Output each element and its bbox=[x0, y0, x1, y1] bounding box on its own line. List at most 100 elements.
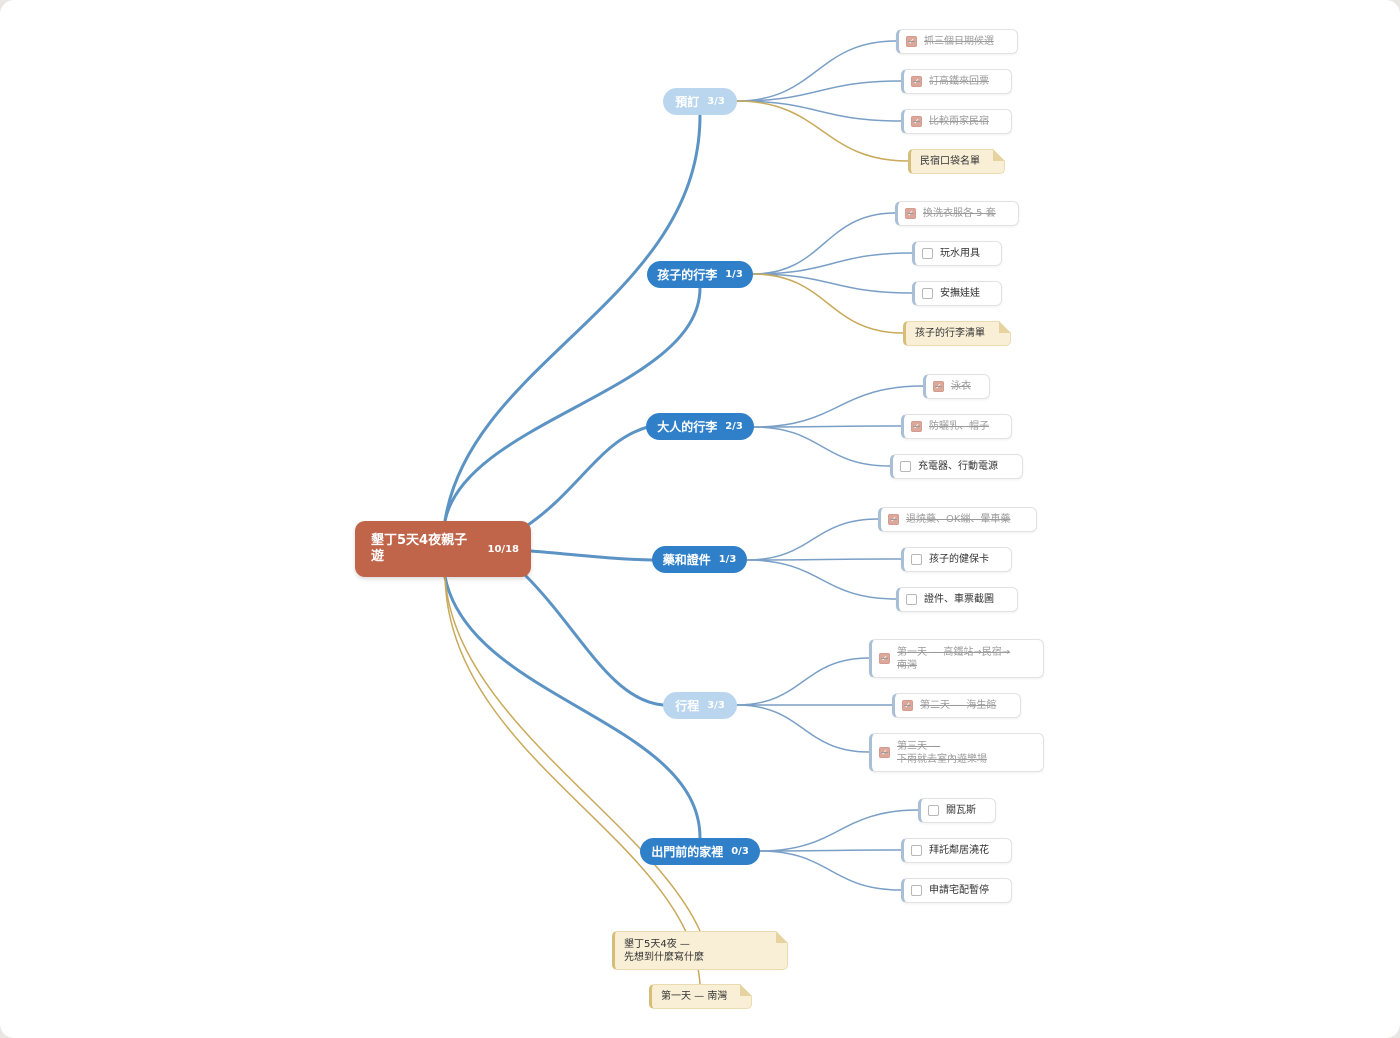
branch-count: 3/3 bbox=[707, 96, 725, 107]
note-text: 第一天 — 南灣 bbox=[661, 991, 728, 1002]
branch-leaf-link bbox=[736, 80, 902, 102]
task-label: 孩子的健保卡 bbox=[929, 554, 989, 565]
task-label: 防曬乳、帽子 bbox=[929, 421, 989, 432]
branch-leaf-link bbox=[736, 657, 870, 706]
task-item[interactable]: ✓ 比較兩家民宿 bbox=[901, 109, 1012, 134]
note-text: 民宿口袋名單 bbox=[920, 156, 980, 167]
checkbox-icon[interactable] bbox=[922, 248, 933, 259]
branch-leaf-link bbox=[746, 558, 902, 561]
task-item[interactable]: 充電器、行動電源 bbox=[890, 454, 1023, 479]
checkbox-icon[interactable]: ✓ bbox=[879, 747, 890, 758]
task-label: 玩水用具 bbox=[940, 248, 980, 259]
task-label: 抓三個日期候選 bbox=[924, 36, 994, 47]
root-topic[interactable]: 墾丁5天4夜親子遊 10/18 bbox=[355, 521, 531, 577]
checkbox-icon[interactable]: ✓ bbox=[911, 421, 922, 432]
checkbox-icon[interactable] bbox=[906, 594, 917, 605]
task-item[interactable]: 申請宅配暫停 bbox=[901, 878, 1012, 903]
task-label: 關瓦斯 bbox=[946, 805, 976, 816]
branch-topic[interactable]: 孩子的行李 1/3 bbox=[647, 261, 753, 288]
branch-topic[interactable]: 大人的行李 2/3 bbox=[646, 413, 754, 440]
checkbox-icon[interactable]: ✓ bbox=[911, 76, 922, 87]
checkbox-icon[interactable] bbox=[928, 805, 939, 816]
root-branch-link bbox=[443, 113, 702, 523]
task-item[interactable]: ✓ 泳衣 bbox=[923, 374, 990, 399]
task-item[interactable]: 玩水用具 bbox=[912, 241, 1002, 266]
checkbox-icon[interactable]: ✓ bbox=[933, 381, 944, 392]
root-branch-link bbox=[443, 286, 702, 523]
root-branch-link bbox=[443, 575, 702, 840]
branch-leaf-link bbox=[736, 40, 897, 102]
branch-leaf-link bbox=[753, 426, 891, 467]
task-label: 第三天 — 下雨就去室內遊樂場 bbox=[897, 740, 987, 765]
task-item[interactable]: 孩子的健保卡 bbox=[901, 547, 1012, 572]
root-topic-title: 墾丁5天4夜親子遊 bbox=[371, 533, 468, 564]
note-text: 墾丁5天4夜 — 先想到什麼寫什麼 bbox=[624, 938, 704, 963]
task-item[interactable]: ✓ 第二天 — 海生館 bbox=[892, 693, 1021, 718]
task-item[interactable]: ✓ 訂高鐵來回票 bbox=[901, 69, 1012, 94]
task-item[interactable]: ✓ 第三天 — 下雨就去室內遊樂場 bbox=[869, 733, 1044, 772]
branch-leaf-link bbox=[746, 518, 879, 561]
task-item[interactable]: ✓ 第一天 — 高鐵站→民宿→ 南灣 bbox=[869, 639, 1044, 678]
branch-leaf-link bbox=[752, 252, 913, 275]
branch-leaf-link bbox=[752, 273, 913, 294]
branch-label: 出門前的家裡 bbox=[651, 845, 724, 859]
branch-leaf-link bbox=[753, 425, 902, 428]
task-label: 比較兩家民宿 bbox=[929, 116, 989, 127]
task-label: 申請宅配暫停 bbox=[929, 885, 989, 896]
task-item[interactable]: 拜託鄰居澆花 bbox=[901, 838, 1012, 863]
note-text: 孩子的行李清單 bbox=[915, 328, 985, 339]
checkbox-icon[interactable] bbox=[911, 845, 922, 856]
branch-note-link bbox=[752, 273, 904, 334]
task-item[interactable]: 安撫娃娃 bbox=[912, 281, 1002, 306]
checkbox-icon[interactable]: ✓ bbox=[888, 514, 899, 525]
note-fold-icon bbox=[993, 149, 1005, 161]
branch-leaf-link bbox=[753, 385, 924, 428]
branch-count: 1/3 bbox=[718, 554, 737, 565]
task-label: 充電器、行動電源 bbox=[918, 461, 998, 472]
branch-topic[interactable]: 行程 3/3 bbox=[663, 692, 737, 719]
checkbox-icon[interactable] bbox=[922, 288, 933, 299]
task-label: 證件、車票截圖 bbox=[924, 594, 994, 605]
task-label: 第二天 — 海生館 bbox=[920, 700, 997, 711]
checkbox-icon[interactable]: ✓ bbox=[879, 653, 890, 664]
branch-topic[interactable]: 預訂 3/3 bbox=[663, 88, 737, 115]
note-card[interactable]: 孩子的行李清單 bbox=[903, 321, 1011, 346]
branch-leaf-link bbox=[759, 849, 902, 852]
checkbox-icon[interactable] bbox=[911, 554, 922, 565]
task-item[interactable]: ✓ 換洗衣服各 5 套 bbox=[895, 201, 1019, 226]
branch-count: 1/3 bbox=[725, 269, 743, 280]
branch-topic[interactable]: 出門前的家裡 0/3 bbox=[640, 838, 760, 865]
task-label: 泳衣 bbox=[951, 381, 971, 392]
branch-count: 0/3 bbox=[731, 846, 749, 857]
branch-label: 孩子的行李 bbox=[657, 268, 718, 282]
note-fold-icon bbox=[776, 931, 788, 943]
branch-leaf-link bbox=[759, 850, 902, 891]
task-label: 換洗衣服各 5 套 bbox=[923, 208, 996, 219]
checkbox-icon[interactable]: ✓ bbox=[911, 116, 922, 127]
branch-label: 大人的行李 bbox=[657, 420, 718, 434]
task-label: 拜託鄰居澆花 bbox=[929, 845, 989, 856]
branch-label: 行程 bbox=[675, 699, 700, 713]
checkbox-icon[interactable]: ✓ bbox=[905, 208, 916, 219]
note-fold-icon bbox=[999, 321, 1011, 333]
note-card[interactable]: 民宿口袋名單 bbox=[908, 149, 1005, 174]
branch-count: 2/3 bbox=[725, 421, 743, 432]
note-card[interactable]: 墾丁5天4夜 — 先想到什麼寫什麼 bbox=[612, 931, 788, 970]
task-item[interactable]: 關瓦斯 bbox=[918, 798, 996, 823]
note-card[interactable]: 第一天 — 南灣 bbox=[649, 984, 752, 1009]
branch-topic[interactable]: 藥和證件 1/3 bbox=[652, 546, 747, 573]
checkbox-icon[interactable] bbox=[911, 885, 922, 896]
task-label: 安撫娃娃 bbox=[940, 288, 980, 299]
checkbox-icon[interactable]: ✓ bbox=[906, 36, 917, 47]
task-item[interactable]: ✓ 防曬乳、帽子 bbox=[901, 414, 1012, 439]
root-branch-link bbox=[523, 425, 650, 529]
task-item[interactable]: ✓ 抓三個日期候選 bbox=[896, 29, 1018, 54]
task-item[interactable]: ✓ 退燒藥、OK繃、暈車藥 bbox=[878, 507, 1037, 532]
task-item[interactable]: 證件、車票截圖 bbox=[896, 587, 1018, 612]
branch-leaf-link bbox=[736, 704, 870, 753]
checkbox-icon[interactable]: ✓ bbox=[902, 700, 913, 711]
checkbox-icon[interactable] bbox=[900, 461, 911, 472]
branch-label: 藥和證件 bbox=[662, 553, 711, 567]
